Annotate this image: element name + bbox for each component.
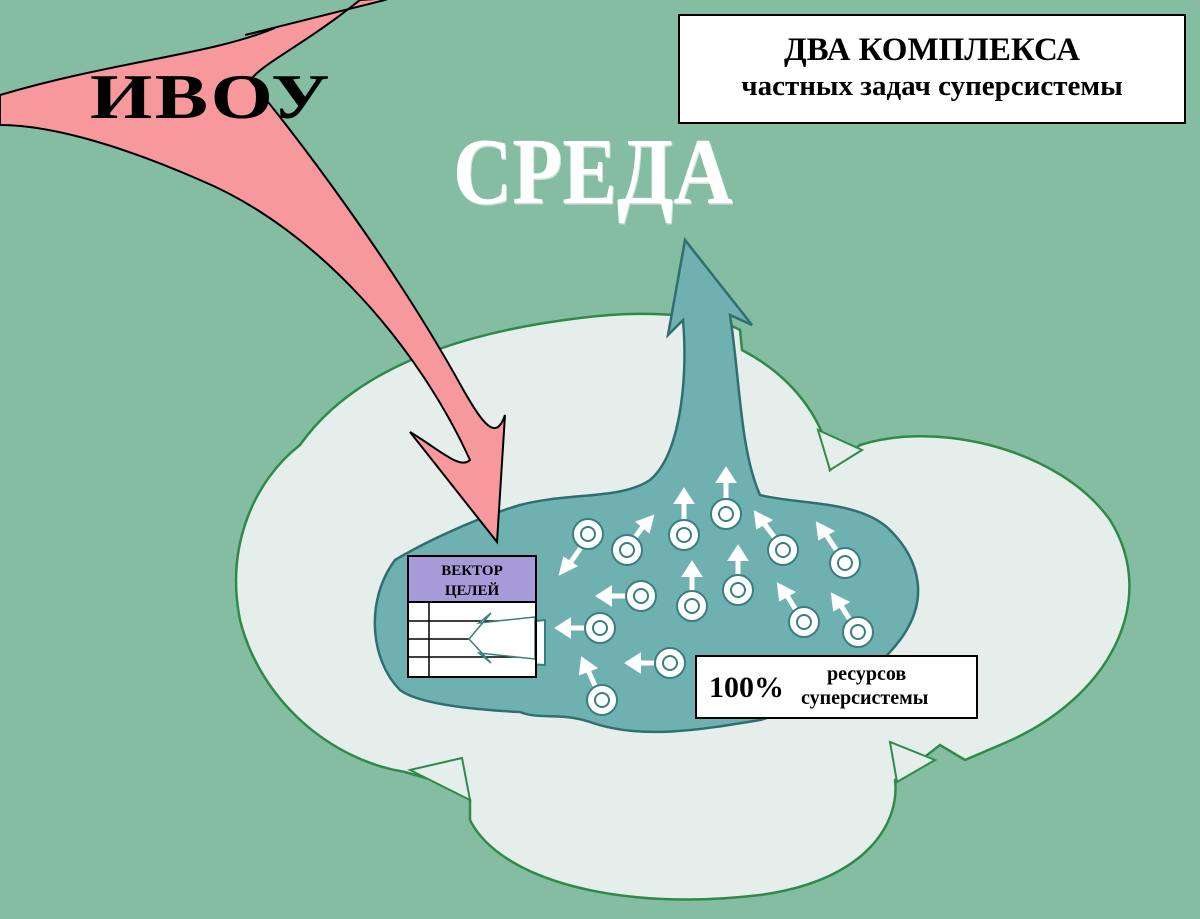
resources-box: 100% ресурсов суперсистемы: [695, 655, 978, 719]
goal-vector-line-2: ЦЕЛЕЙ: [444, 583, 500, 599]
resource-unit: [776, 582, 820, 638]
title-box: ДВА КОМПЛЕКСА частных задач суперсистемы: [678, 14, 1186, 124]
resources-line-2: суперсистемы: [801, 687, 929, 709]
cloud-arrow-notch-left: [407, 756, 472, 802]
resource-unit: [722, 544, 754, 606]
goal-vector-header: ВЕКТОР ЦЕЛЕЙ: [409, 557, 535, 603]
goal-vector-line-1: ВЕКТОР: [441, 563, 503, 579]
ivou-label: ИВОУ: [90, 61, 333, 132]
resource-unit: [676, 560, 708, 622]
resource-unit: [554, 612, 616, 644]
resource-unit: [595, 580, 657, 612]
resource-unit: [578, 656, 618, 716]
resource-unit: [611, 514, 655, 566]
resource-unit: [753, 510, 799, 566]
cloud-arrow-notch-top: [816, 428, 865, 472]
goal-vector-table: ВЕКТОР ЦЕЛЕЙ: [407, 555, 537, 678]
resource-unit: [710, 466, 742, 530]
resource-unit: [624, 647, 686, 679]
resource-unit: [815, 521, 861, 579]
incoming-influence-arrow: [0, 0, 506, 545]
resources-line-1: ресурсов: [827, 663, 907, 685]
resource-unit: [668, 487, 700, 551]
resource-unit: [558, 518, 604, 576]
resource-units: [554, 466, 874, 716]
environment-label: СРЕДА: [453, 119, 733, 224]
title-line-2: частных задач суперсистемы: [741, 70, 1123, 102]
goal-vector-grid: [409, 603, 535, 676]
cloud-arrow-notch-right: [888, 740, 938, 784]
resources-percent: 100%: [709, 671, 784, 704]
title-line-1: ДВА КОМПЛЕКСА: [783, 32, 1081, 68]
resource-unit: [830, 592, 874, 648]
